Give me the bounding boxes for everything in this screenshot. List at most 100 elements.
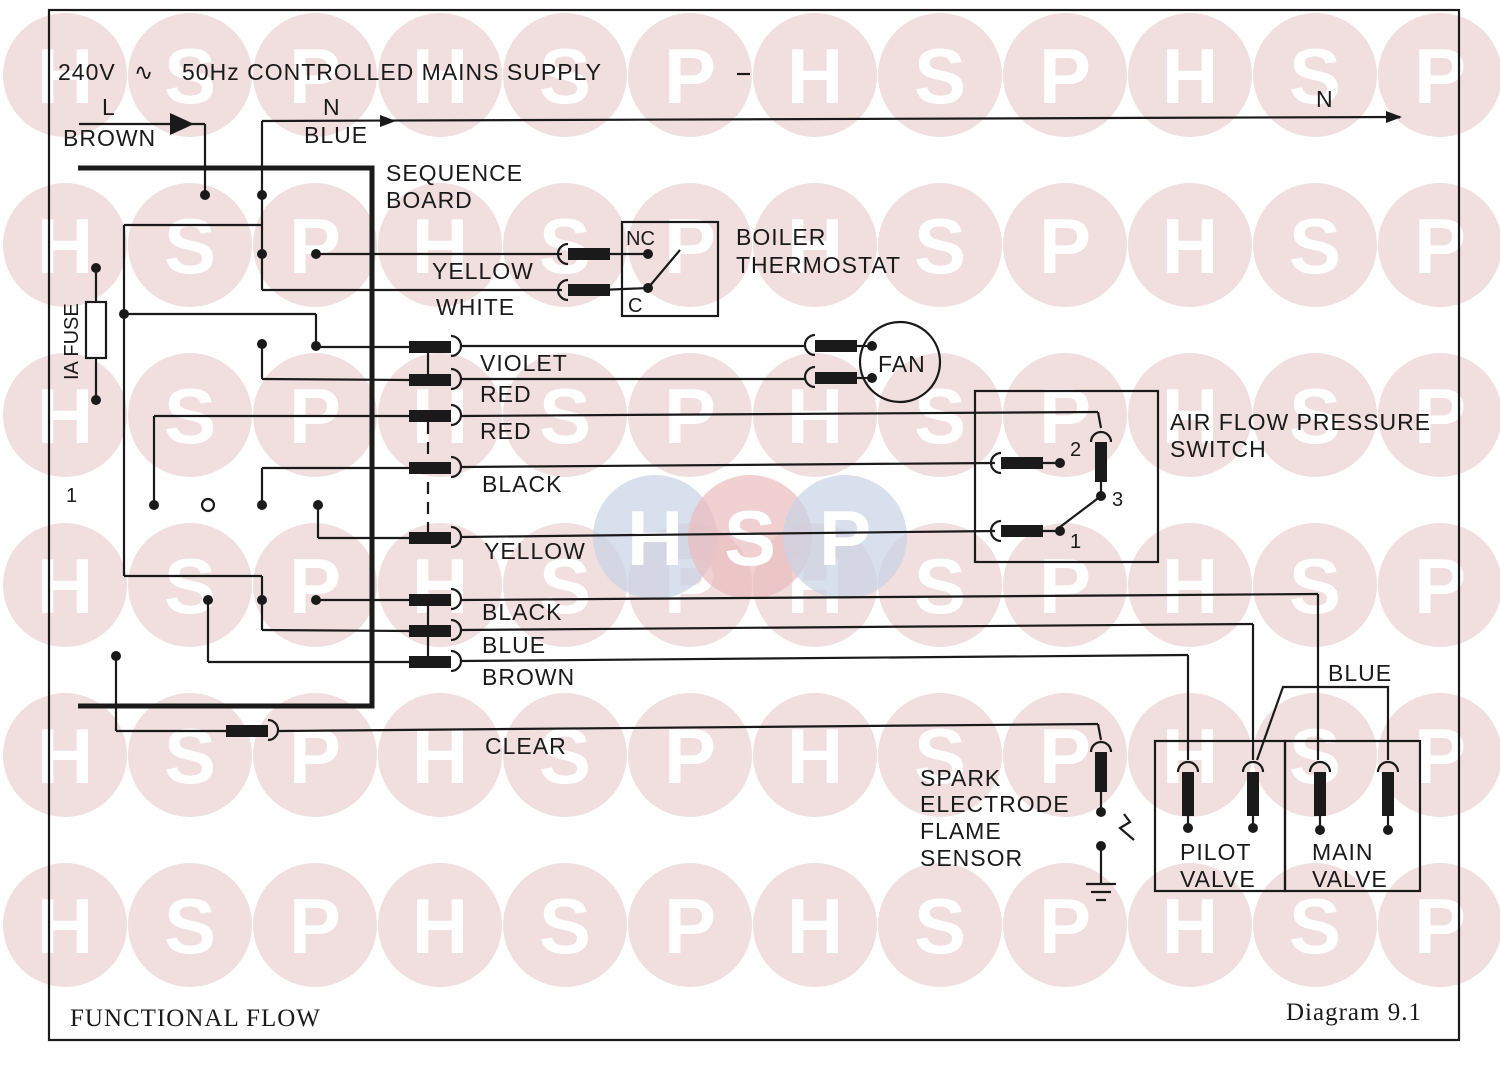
air-flow-switch-box: [973, 389, 1160, 564]
watermark-letter: S: [914, 882, 966, 970]
boiler-thermostat-box: [620, 220, 720, 318]
watermark-letter: P: [1039, 32, 1091, 120]
watermark-circle: [1003, 523, 1127, 647]
watermark-circle: [253, 863, 377, 987]
watermark-letter: S: [539, 712, 591, 800]
wire-label-blue-link: BLUE: [1328, 660, 1392, 686]
watermark-circle: [628, 863, 752, 987]
watermark-letter: H: [412, 32, 468, 120]
sequence-board-label-2: BOARD: [386, 187, 473, 213]
watermark-circle: [628, 693, 752, 817]
neutral-arrow: [1386, 111, 1402, 123]
wire-label-white-thermo: WHITE: [436, 294, 515, 320]
watermark-circle: [753, 13, 877, 137]
watermark-letter: P: [664, 32, 716, 120]
watermark-circle: [1128, 863, 1252, 987]
watermark-letter: S: [539, 542, 591, 630]
watermark-circle: [3, 523, 127, 647]
watermark-circle: [753, 863, 877, 987]
watermark-letter: S: [1289, 32, 1341, 120]
watermark-circle: [1128, 13, 1252, 137]
switch-connector-top: [1095, 442, 1107, 482]
watermark-circle: [1253, 353, 1377, 477]
watermark-circle: [1378, 13, 1500, 137]
watermark-letter: S: [1289, 882, 1341, 970]
watermark-circle: [3, 13, 127, 137]
thermostat-nc: NC: [626, 228, 655, 250]
watermark-center-letter: H: [627, 494, 683, 582]
wire-label-yellow-thermo: YELLOW: [432, 258, 534, 284]
neutral-letter: N: [323, 94, 341, 120]
watermark-letter: H: [37, 882, 93, 970]
watermark-circle: [128, 693, 252, 817]
watermark-letter: H: [1162, 542, 1218, 630]
watermark-letter: S: [539, 202, 591, 290]
watermark-circle: [1003, 13, 1127, 137]
watermark-circle: [128, 863, 252, 987]
pilot-valve-label-1: PILOT: [1180, 839, 1251, 865]
watermark-letter: H: [412, 712, 468, 800]
watermark-circle: [1378, 183, 1500, 307]
wire-label-black-switch: BLACK: [482, 471, 562, 497]
watermark-letter: P: [1414, 542, 1466, 630]
boiler-thermostat-label-2: THERMOSTAT: [736, 252, 901, 278]
watermark-letter: S: [1289, 542, 1341, 630]
open-terminal: [200, 497, 216, 513]
watermark-letter: P: [664, 882, 716, 970]
watermark-letter: H: [37, 32, 93, 120]
watermark-letter: P: [1414, 882, 1466, 970]
side-marker: 1: [66, 485, 77, 507]
fan-connector-1: [815, 340, 857, 352]
switch-connector-2: [1001, 457, 1043, 469]
main-valve-label-2: VALVE: [1312, 866, 1388, 892]
live-letter: L: [102, 94, 116, 120]
watermark-letter: S: [914, 542, 966, 630]
wire-label-red-fan: RED: [480, 381, 532, 407]
fuse-label: IA FUSE: [61, 303, 83, 380]
watermark-letter: S: [914, 712, 966, 800]
watermark-letter: P: [289, 882, 341, 970]
watermark-letter: S: [164, 882, 216, 970]
air-flow-switch-label-2: SWITCH: [1170, 436, 1267, 462]
wire-label-red-switch: RED: [480, 418, 532, 444]
watermark-letter: P: [1039, 372, 1091, 460]
watermark-letter: H: [412, 202, 468, 290]
boiler-thermostat-label-1: BOILER: [736, 224, 826, 250]
watermark-circle: [1378, 693, 1500, 817]
thermostat-c: C: [628, 295, 642, 317]
watermark-letter: S: [914, 32, 966, 120]
sequence-board: [78, 165, 375, 709]
watermark-circle: [378, 13, 502, 137]
watermark-circle: [753, 183, 877, 307]
watermark-letter: P: [1039, 542, 1091, 630]
watermark-circle: [378, 863, 502, 987]
watermark-circle: [1378, 863, 1500, 987]
spark-label-4: SENSOR: [920, 845, 1023, 871]
watermark-letter: H: [37, 712, 93, 800]
thermostat-connector-1: [568, 248, 610, 260]
watermark-letter: P: [1414, 372, 1466, 460]
wire-label-yellow-switch: YELLOW: [484, 538, 586, 564]
watermark-circle: [378, 183, 502, 307]
watermark-circle: [128, 183, 252, 307]
live-colour: BROWN: [63, 125, 156, 151]
watermark-letter: H: [1162, 882, 1218, 970]
watermark-circle: [878, 523, 1002, 647]
watermark-center-letter: P: [819, 494, 871, 582]
thermostat-switch: [647, 249, 681, 289]
wire-label-black-valve: BLACK: [482, 599, 562, 625]
watermark-letter: P: [289, 712, 341, 800]
valve-terminals: [1176, 760, 1400, 835]
watermark-letter: H: [1162, 202, 1218, 290]
watermark-circle: [1378, 353, 1500, 477]
watermark-circle: [3, 863, 127, 987]
watermark-letter: P: [664, 202, 716, 290]
watermark-letter: S: [164, 712, 216, 800]
watermark-letter: P: [664, 372, 716, 460]
watermark-circle: [1253, 863, 1377, 987]
watermark-circle: [1253, 523, 1377, 647]
watermark-circle: [253, 183, 377, 307]
neutral-end-letter: N: [1316, 86, 1334, 112]
watermark-letter: H: [37, 372, 93, 460]
